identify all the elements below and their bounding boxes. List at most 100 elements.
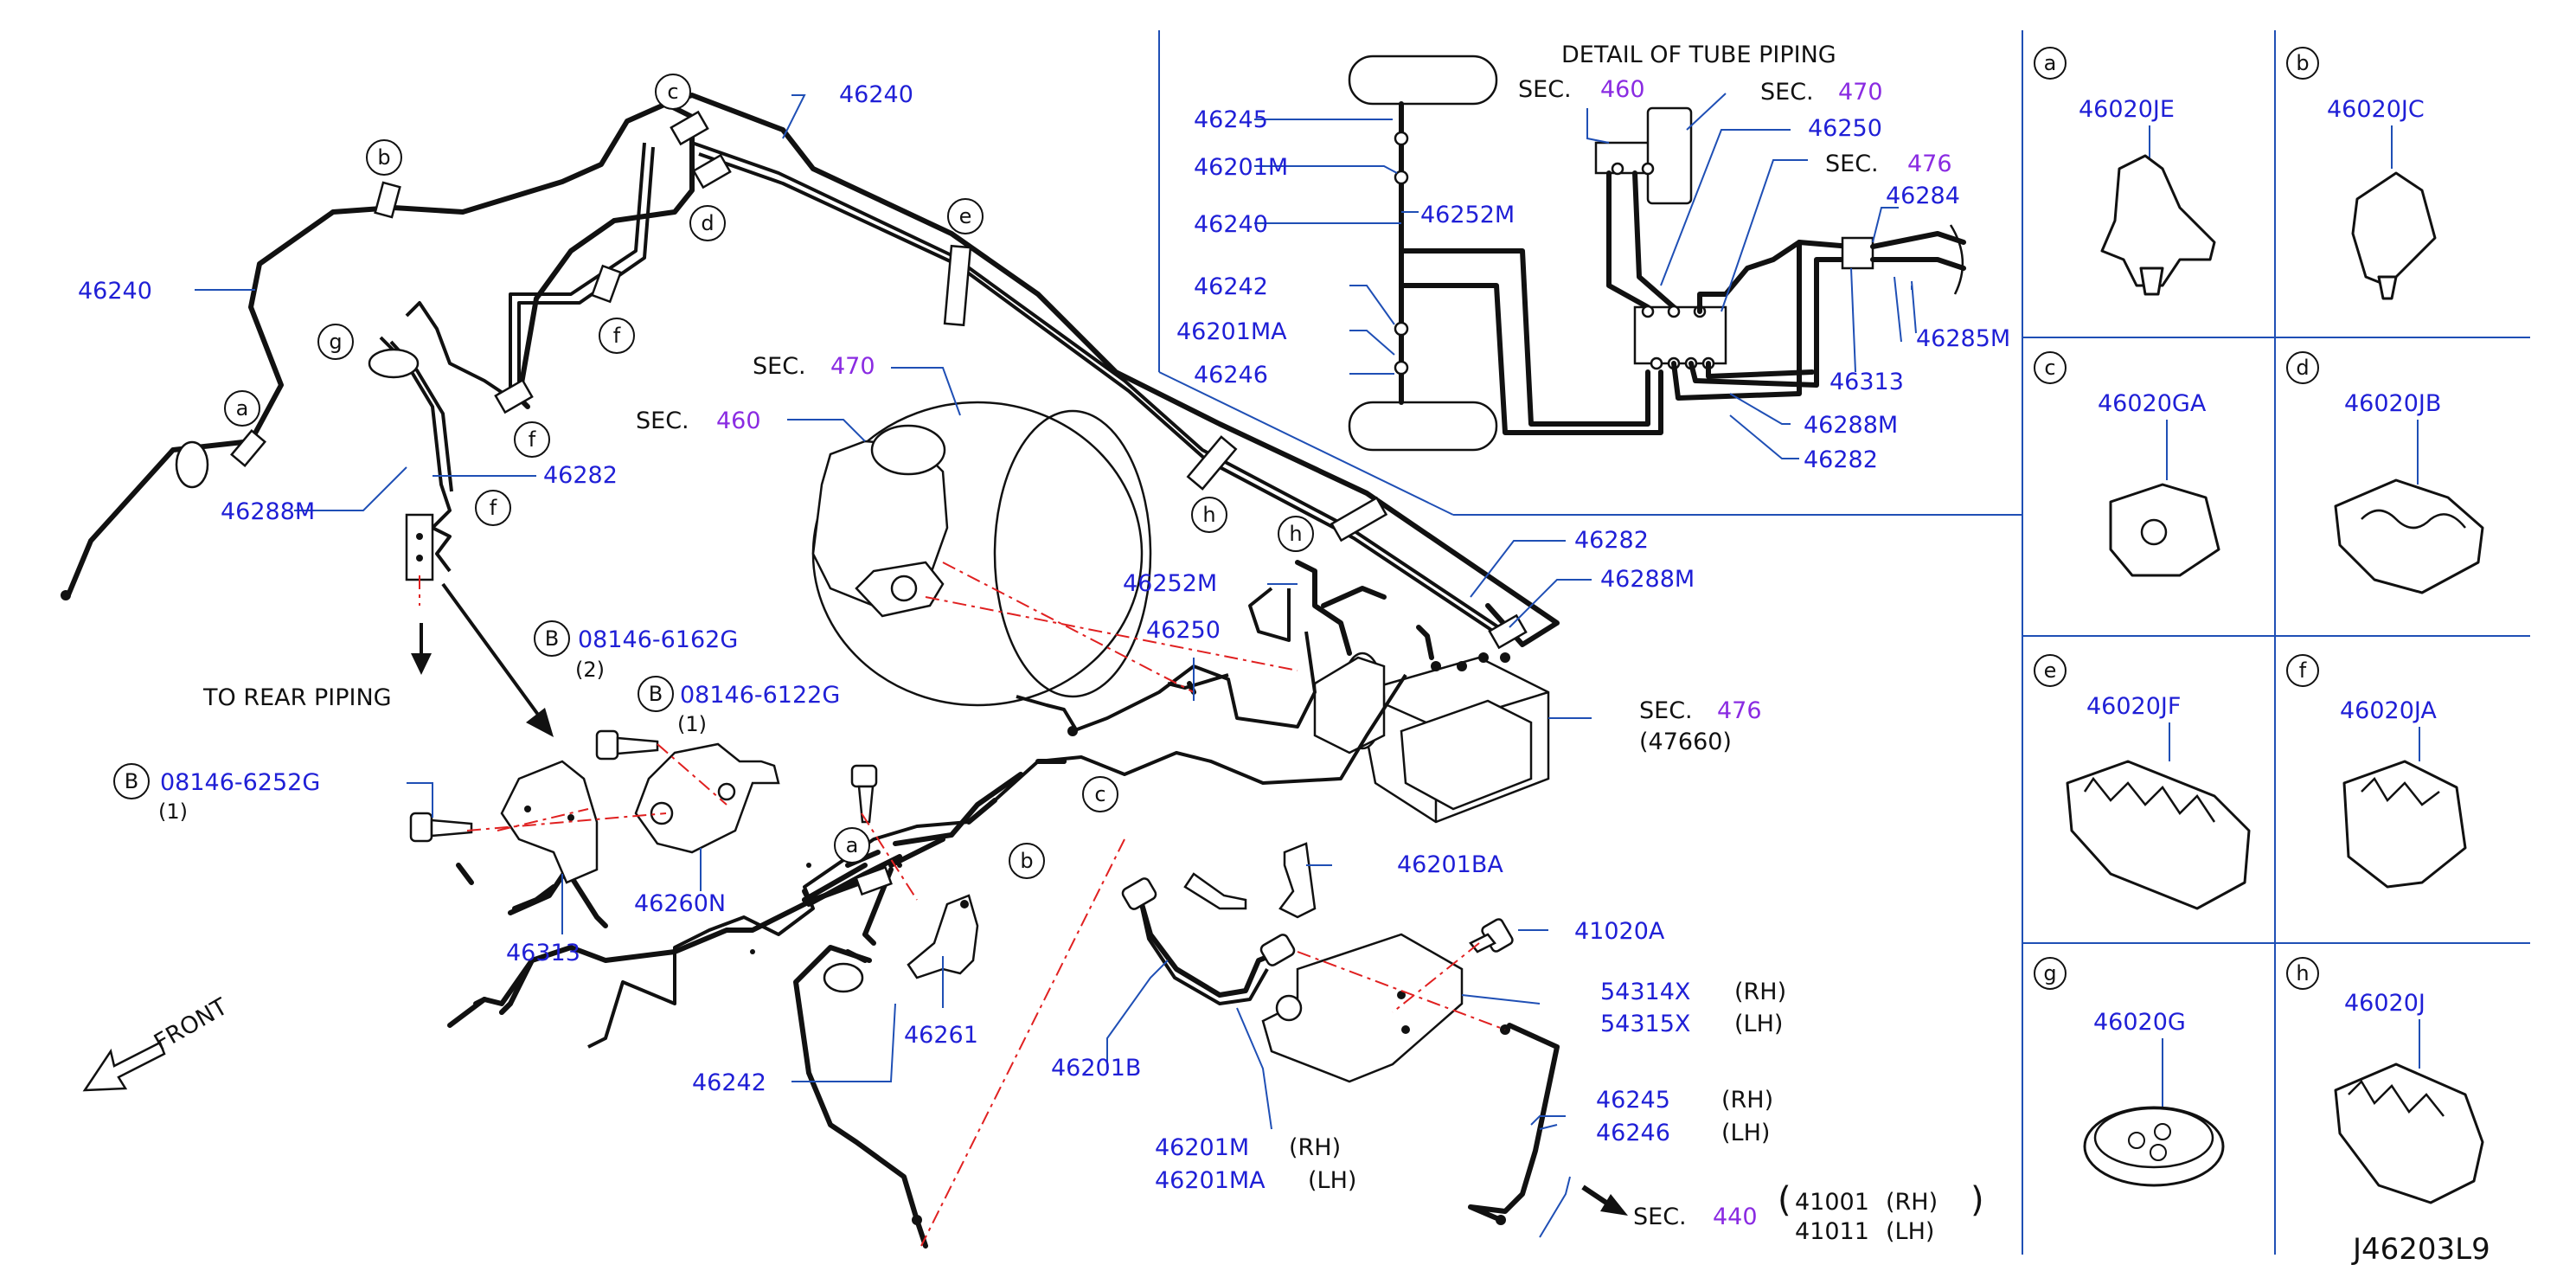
part-46240-left: 46240 [78, 278, 152, 305]
detail-part-46288M: 46288M [1804, 412, 1898, 439]
detail-sec-460-word: SEC. [1518, 76, 1572, 103]
sec-460-number: 460 [716, 408, 761, 434]
side-rh: (RH) [1886, 1189, 1938, 1216]
callout-g: g [329, 330, 342, 354]
to-rear-piping-label: TO REAR PIPING [202, 684, 392, 711]
abs-pipes [587, 560, 1434, 1049]
panel-part: 46020G [2093, 1009, 2186, 1036]
bolt-part-08146-6122G: 08146-6122G [680, 682, 840, 709]
bolt-icon [409, 812, 473, 843]
detail-part-46245: 46245 [1194, 106, 1268, 133]
sec-440-word: SEC. [1633, 1204, 1687, 1230]
detail-part-46201M: 46201M [1194, 154, 1288, 181]
assembly-lines [419, 562, 1506, 1247]
panel-part: 46020JE [2079, 96, 2175, 123]
part-46261: 46261 [904, 1022, 978, 1049]
clip-panel-a: a 46020JE [2034, 47, 2216, 296]
bracket-46260N [634, 742, 780, 854]
bracket-open: ( [1778, 1180, 1791, 1220]
rear-branch-pipe [368, 301, 512, 581]
clip-callouts: b c d e f g f f a h h c b a [224, 74, 1314, 879]
callout-a: a [846, 833, 859, 857]
front-label: FRONT [150, 993, 233, 1056]
part-46201M: 46201M [1155, 1134, 1249, 1161]
bracket-close: ) [1970, 1180, 1984, 1220]
clip-panel-h: h 46020J [2286, 957, 2484, 1204]
bolt-icon [850, 764, 878, 824]
part-54314X: 54314X [1600, 979, 1690, 1005]
part-41020A: 41020A [1574, 918, 1665, 945]
callout-h: h [1289, 522, 1302, 546]
sec-470-number: 470 [830, 353, 875, 380]
pipe-clips [230, 110, 1528, 650]
bolt-markers: B B B [113, 620, 674, 799]
detail-part-46282: 46282 [1804, 446, 1878, 473]
panel-letter: c [2044, 356, 2055, 380]
part-46252M: 46252M [1123, 570, 1217, 597]
bolt-qty: (1) [677, 712, 707, 736]
callout-e: e [959, 204, 972, 228]
panel-part: 46020GA [2098, 390, 2207, 417]
detail-sec-476-word: SEC. [1825, 151, 1879, 177]
detail-frame [1158, 30, 2022, 516]
part-46288M-abs: 46288M [1600, 566, 1695, 593]
part-46282: 46282 [543, 462, 618, 489]
part-46246: 46246 [1596, 1120, 1670, 1146]
part-41001: 41001 [1795, 1189, 1869, 1216]
detail-sec-460-number: 460 [1600, 76, 1645, 103]
panel-letter: f [2299, 658, 2307, 683]
part-46242: 46242 [692, 1069, 766, 1096]
side-lh: (LH) [1721, 1120, 1770, 1146]
detail-part-46252M: 46252M [1420, 202, 1515, 228]
panel-letter: g [2043, 961, 2056, 985]
bolt-marker: B [125, 769, 138, 793]
panel-part: 46020JB [2344, 390, 2441, 417]
part-46201MA: 46201MA [1155, 1167, 1266, 1194]
abs-actuator [1313, 652, 1550, 824]
main-labels: 46240 46240 46288M 46282 TO REAR PIPING … [78, 81, 1984, 1245]
detail-sec-476-number: 476 [1907, 151, 1952, 177]
callout-b: b [1020, 849, 1033, 873]
clip-catalog-grid [2022, 30, 2530, 1255]
bolt-qty: (1) [158, 799, 188, 824]
callout-f: f [490, 496, 497, 520]
bolt-part-08146-6252G: 08146-6252G [160, 769, 320, 796]
panel-part: 46020JA [2340, 697, 2437, 724]
ref-code: J46203L9 [2351, 1232, 2490, 1267]
side-lh: (LH) [1734, 1011, 1783, 1037]
part-46260N: 46260N [634, 890, 726, 917]
side-lh: (LH) [1308, 1167, 1356, 1194]
detail-sec-470-word: SEC. [1760, 79, 1814, 106]
panel-letter: a [2044, 51, 2057, 75]
detail-part-46240: 46240 [1194, 211, 1268, 238]
side-lh: (LH) [1886, 1218, 1934, 1245]
panel-part: 46020J [2344, 990, 2425, 1017]
sec-476-word: SEC. [1639, 697, 1693, 724]
part-46282-abs: 46282 [1574, 527, 1649, 554]
callout-f: f [529, 427, 536, 452]
bolts [409, 729, 1514, 953]
clip-panel-c: c 46020GA [2034, 351, 2220, 577]
bolt-icon [1469, 918, 1514, 953]
part-41011: 41011 [1795, 1218, 1869, 1245]
part-54315X: 54315X [1600, 1011, 1690, 1037]
callout-h: h [1202, 503, 1215, 527]
detail-sec-470-number: 470 [1838, 79, 1883, 106]
side-rh: (RH) [1734, 979, 1786, 1005]
bracket-46313 [500, 760, 599, 884]
callout-b: b [377, 145, 390, 170]
detail-part-46285M: 46285M [1916, 325, 2010, 352]
panel-part: 46020JF [2086, 693, 2181, 720]
callout-d: d [701, 211, 714, 235]
leader-lines [195, 93, 1917, 1238]
clip-panel-g: g 46020G [2034, 957, 2225, 1187]
part-46313: 46313 [506, 940, 580, 966]
detail-tube-piping [1348, 55, 1966, 452]
detail-part-46313: 46313 [1829, 369, 1904, 395]
panel-letter: h [2296, 961, 2309, 985]
arrows [82, 582, 1628, 1216]
callout-a: a [236, 396, 249, 421]
bolt-icon [595, 729, 659, 761]
callout-c: c [667, 80, 678, 104]
part-46240-top: 46240 [839, 81, 913, 108]
